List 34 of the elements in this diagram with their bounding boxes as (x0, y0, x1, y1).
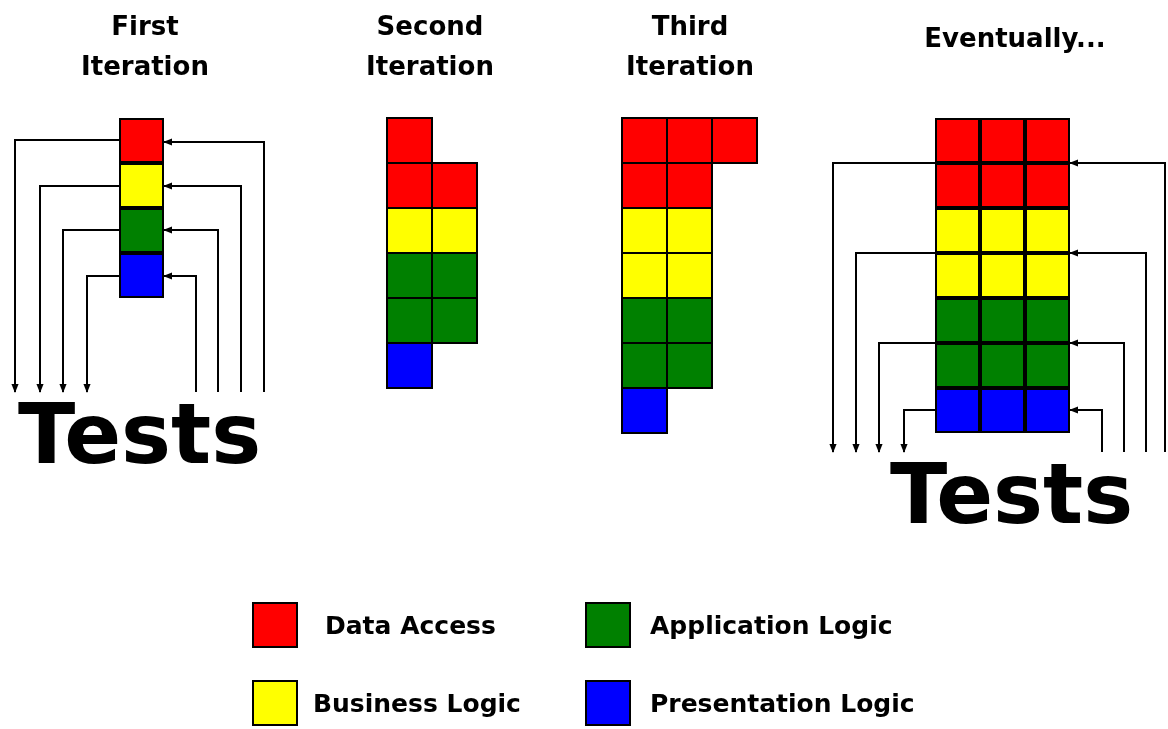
tests-heading: Tests (17, 392, 262, 476)
arrow (163, 272, 197, 393)
arrow (36, 185, 120, 393)
arrow (59, 229, 120, 393)
layer-band (935, 208, 1070, 298)
arrow (83, 275, 120, 393)
arrow (900, 409, 936, 453)
layer-band (935, 298, 1070, 388)
arrow (163, 138, 265, 393)
arrow (1069, 339, 1125, 453)
column-heading: Second Iteration (365, 10, 495, 83)
legend-label: Presentation Logic (650, 689, 915, 719)
column-heading: Third Iteration (625, 10, 755, 83)
legend-label: Data Access (325, 611, 496, 641)
arrow (829, 162, 936, 453)
arrow (11, 139, 120, 393)
arrow (163, 182, 242, 393)
legend-label: Application Logic (650, 611, 893, 641)
arrow (875, 342, 936, 453)
layer-cell (119, 208, 164, 253)
column-heading: First Iteration (80, 10, 210, 83)
arrow (852, 252, 936, 453)
arrow (1069, 249, 1147, 453)
legend-label: Business Logic (313, 689, 521, 719)
layer-band (935, 118, 1070, 208)
arrow (1069, 159, 1166, 453)
layer-band (935, 388, 1070, 433)
layer-cell (119, 163, 164, 208)
arrow (1069, 406, 1103, 453)
tests-heading: Tests (889, 452, 1134, 536)
arrow (163, 226, 219, 393)
layer-cell (119, 253, 164, 298)
layer-cell (119, 118, 164, 163)
column-heading: Eventually... (923, 22, 1107, 55)
